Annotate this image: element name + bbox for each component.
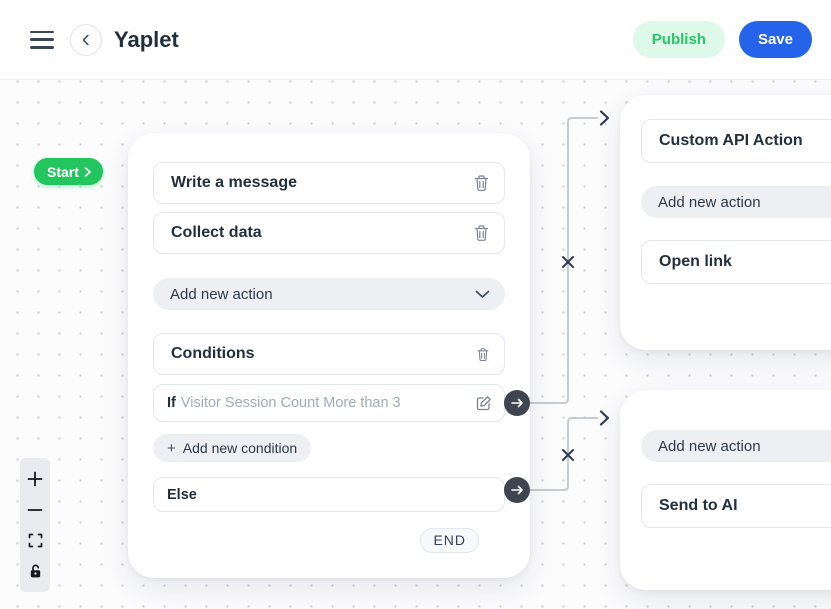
action-row-send-to-ai[interactable]: Send to AI xyxy=(641,484,831,528)
if-connector-line xyxy=(527,117,598,404)
action-row-write-message[interactable]: Write a message xyxy=(153,162,505,204)
action-row-custom-api[interactable]: Custom API Action xyxy=(641,119,831,163)
chevron-right-icon xyxy=(84,166,91,177)
trash-icon xyxy=(477,347,489,361)
delete-action-button[interactable] xyxy=(473,174,490,192)
plus-icon: + xyxy=(167,439,176,457)
else-branch-row[interactable]: Else xyxy=(153,477,505,512)
action-label: Send to AI xyxy=(659,497,738,514)
else-label: Else xyxy=(167,486,197,503)
trash-icon xyxy=(474,225,489,241)
add-new-action-select[interactable]: Add new action xyxy=(641,186,831,218)
chevron-down-icon xyxy=(475,290,490,298)
else-connector-line xyxy=(527,417,598,491)
minus-icon xyxy=(27,508,43,511)
add-new-condition-button[interactable]: + Add new condition xyxy=(153,434,312,462)
if-condition-placeholder: Visitor Session Count More than 3 xyxy=(180,395,401,411)
menu-icon[interactable] xyxy=(30,30,54,49)
add-condition-label: Add new condition xyxy=(182,440,298,456)
zoom-out-button[interactable] xyxy=(20,494,50,525)
if-condition-field[interactable]: If Visitor Session Count More than 3 xyxy=(153,384,505,422)
delete-action-button[interactable] xyxy=(473,224,490,242)
zoom-in-button[interactable] xyxy=(20,463,50,494)
canvas-zoom-controls xyxy=(20,458,50,592)
save-button[interactable]: Save xyxy=(738,21,812,58)
lock-icon xyxy=(30,564,40,578)
add-action-label: Add new action xyxy=(658,437,761,455)
else-connector-arrowhead-icon xyxy=(599,410,610,426)
page-title: Yaplet xyxy=(114,26,179,52)
action-label: Collect data xyxy=(171,224,262,241)
start-label: Start xyxy=(47,163,79,180)
main-flow-node[interactable]: Write a message Collect data Add new act… xyxy=(128,133,530,578)
back-button[interactable] xyxy=(70,23,102,56)
fullscreen-icon xyxy=(28,533,42,548)
arrow-right-icon xyxy=(510,485,523,495)
action-label: Open link xyxy=(659,253,732,270)
flow-canvas[interactable]: Start Write a message Collect data Add n… xyxy=(0,80,831,609)
add-action-label: Add new action xyxy=(170,285,273,303)
arrow-right-icon xyxy=(510,398,523,408)
conditions-title: Conditions xyxy=(171,345,255,362)
conditions-block-header[interactable]: Conditions xyxy=(153,333,505,375)
chevron-left-icon xyxy=(82,34,89,45)
action-row-open-link[interactable]: Open link xyxy=(641,240,831,284)
action-label: Custom API Action xyxy=(659,132,803,149)
start-node[interactable]: Start xyxy=(34,158,103,185)
plus-icon xyxy=(27,471,43,486)
end-badge: END xyxy=(420,528,479,553)
top-right-flow-node[interactable]: Custom API Action Add new action Open li… xyxy=(620,95,831,350)
if-disconnect-x-icon[interactable] xyxy=(562,256,574,268)
bottom-right-flow-node[interactable]: Add new action Send to AI xyxy=(620,390,831,590)
fit-view-button[interactable] xyxy=(20,525,50,556)
if-prefix-label: If xyxy=(167,395,176,411)
delete-conditions-button[interactable] xyxy=(476,347,490,362)
publish-button[interactable]: Publish xyxy=(632,21,725,58)
action-label: Write a message xyxy=(171,174,297,191)
trash-icon xyxy=(474,175,489,191)
lock-button[interactable] xyxy=(20,556,50,587)
add-new-action-select[interactable]: Add new action xyxy=(641,430,831,462)
app-header: Yaplet Publish Save xyxy=(0,0,831,80)
action-row-collect-data[interactable]: Collect data xyxy=(153,212,505,254)
else-branch-port-button[interactable] xyxy=(504,477,530,503)
add-new-action-select[interactable]: Add new action xyxy=(153,278,505,310)
if-connector-arrowhead-icon xyxy=(599,110,610,126)
if-branch-port-button[interactable] xyxy=(504,390,530,416)
edit-condition-button[interactable] xyxy=(476,395,492,411)
header-actions: Publish Save xyxy=(632,0,812,79)
pencil-square-icon xyxy=(476,396,491,411)
add-action-label: Add new action xyxy=(658,193,761,211)
end-badge-wrap: END xyxy=(153,528,505,553)
else-disconnect-x-icon[interactable] xyxy=(562,449,574,461)
